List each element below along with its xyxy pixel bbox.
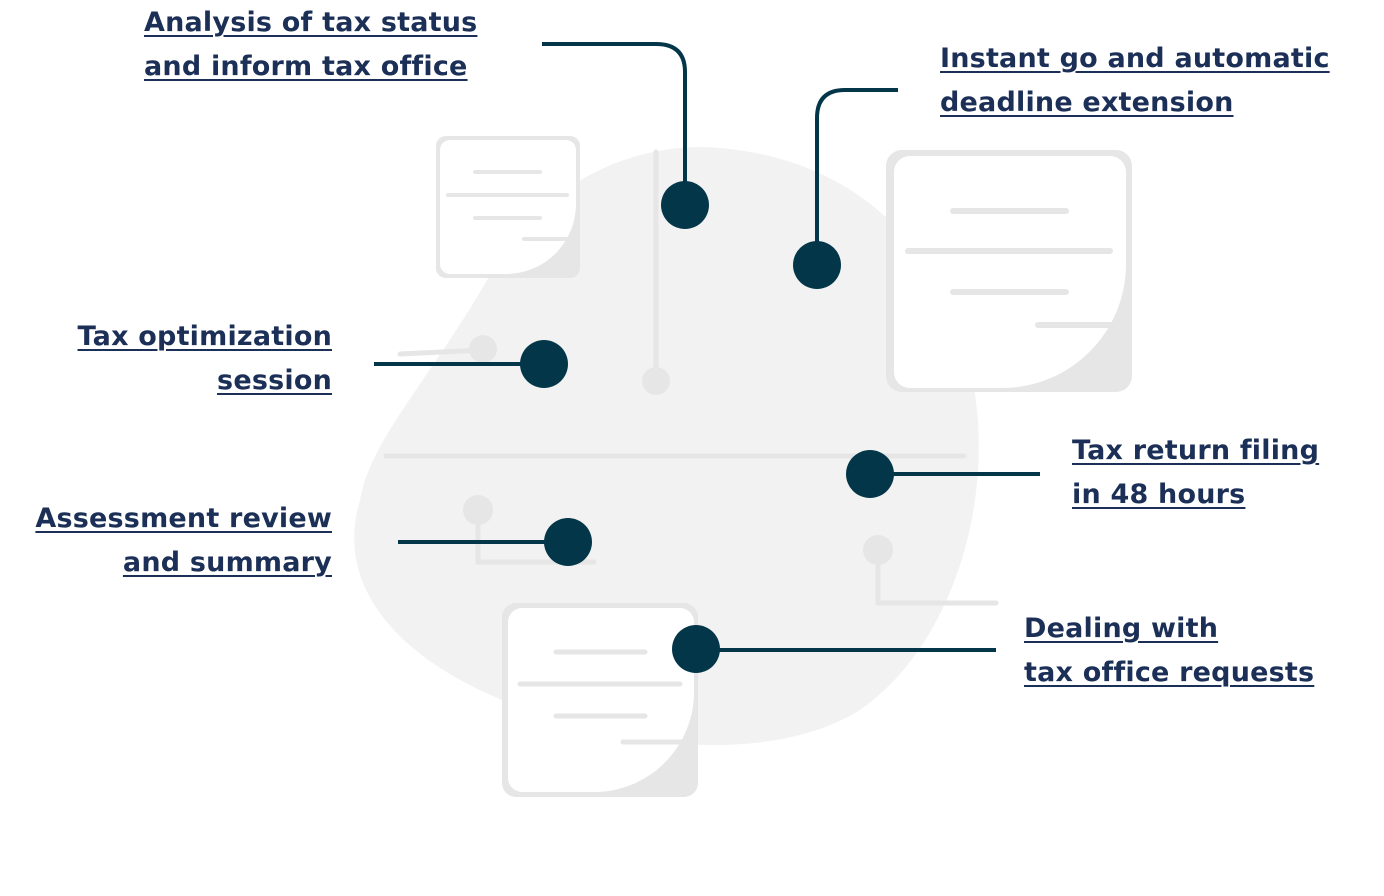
label-analysis-line-1[interactable]: Analysis of tax status <box>144 7 478 38</box>
label-assessment-line-1[interactable]: Assessment review <box>35 503 332 534</box>
label-optimization-line-2[interactable]: session <box>217 365 332 396</box>
label-dealing[interactable]: Dealing with tax office requests <box>1024 607 1314 695</box>
label-return-filing-line-1[interactable]: Tax return filing <box>1072 435 1320 466</box>
label-dealing-line-1[interactable]: Dealing with <box>1024 613 1219 644</box>
node-dealing <box>672 625 720 673</box>
connector-instant-go <box>815 88 898 260</box>
label-analysis[interactable]: Analysis of tax status and inform tax of… <box>144 1 477 89</box>
label-return-filing-line-2[interactable]: in 48 hours <box>1072 479 1246 510</box>
node-optimization <box>520 340 568 388</box>
label-analysis-line-2[interactable]: and inform tax office <box>144 51 468 82</box>
node-return-filing <box>846 450 894 498</box>
faint-decor-dots <box>463 335 893 565</box>
label-instant-go-line-1[interactable]: Instant go and automatic <box>940 43 1330 74</box>
label-instant-go-line-2[interactable]: deadline extension <box>940 87 1234 118</box>
label-dealing-line-2[interactable]: tax office requests <box>1024 657 1315 688</box>
nodes <box>520 181 894 673</box>
label-optimization-line-1[interactable]: Tax optimization <box>77 321 332 352</box>
document-card-right <box>886 150 1132 392</box>
label-assessment-line-2[interactable]: and summary <box>122 547 332 578</box>
label-optimization[interactable]: Tax optimization session <box>78 315 332 403</box>
node-instant-go <box>793 241 841 289</box>
node-assessment <box>544 518 592 566</box>
label-assessment[interactable]: Assessment review and summary <box>35 497 332 585</box>
document-card-top-left <box>436 136 580 278</box>
background-blob <box>354 147 979 745</box>
document-card-bottom <box>502 603 698 797</box>
label-return-filing[interactable]: Tax return filing in 48 hours <box>1072 429 1319 517</box>
node-analysis <box>661 181 709 229</box>
connector-analysis <box>542 42 687 200</box>
connector-lines <box>374 42 1040 652</box>
label-instant-go[interactable]: Instant go and automatic deadline extens… <box>940 37 1330 125</box>
